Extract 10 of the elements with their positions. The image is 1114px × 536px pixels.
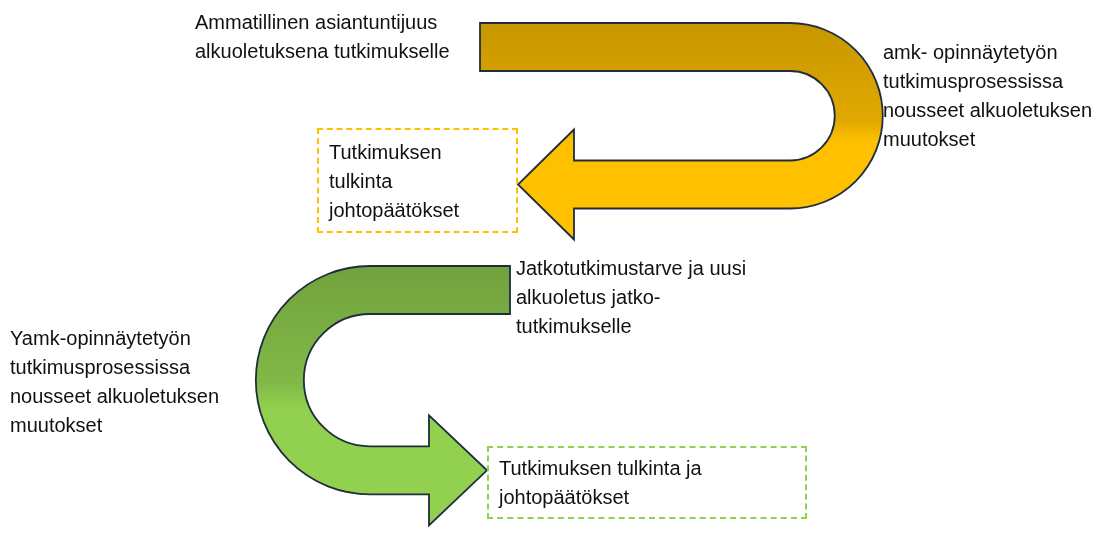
side-note: amk- opinnäytetyön tutkimusprosessissa nousseet alkuoletuksen muutokset <box>883 40 1094 152</box>
box-text: Tutkimuksen tulkinta johtopäätökset <box>329 140 461 223</box>
dashed-text-box <box>317 128 518 233</box>
box-text: Tutkimuksen tulkinta ja johtopäätökset <box>499 456 703 510</box>
dashed-text-box <box>487 446 807 519</box>
side-note: Yamk-opinnäytetyön tutkimusprosessissa nousseet alkuoletuksen muutokset <box>10 326 221 438</box>
step-text: Ammatillinen asiantuntijuus alkuoletuksena tutkimukselle <box>195 10 451 64</box>
step-text: Jatkotutkimustarve ja uusi alkuoletus jatko- tutkimukselle <box>516 256 748 339</box>
curved-arrow <box>479 22 884 241</box>
curved-arrow <box>255 265 511 527</box>
